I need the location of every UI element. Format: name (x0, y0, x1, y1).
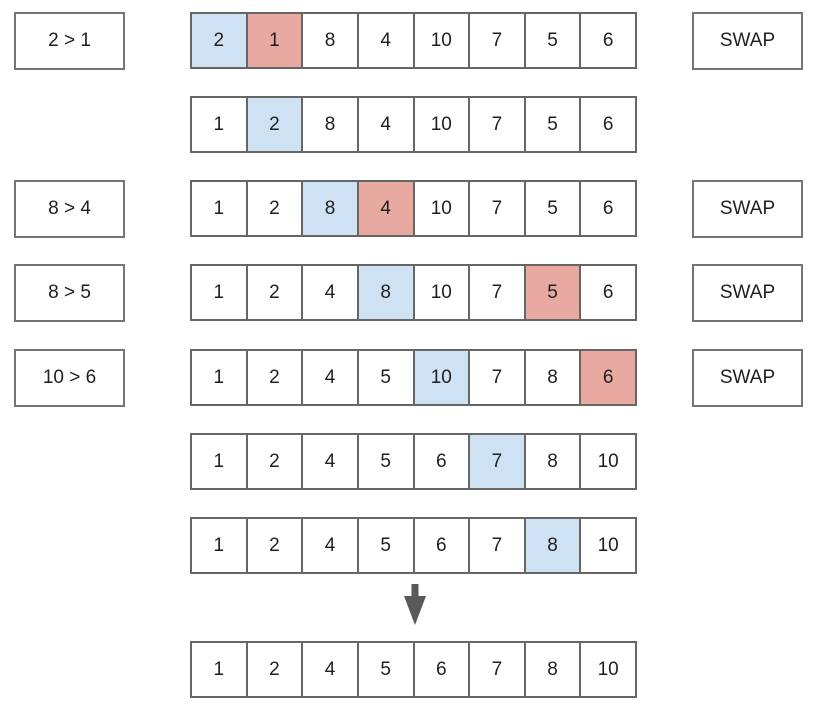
array-cell: 7 (468, 519, 524, 572)
swap-box: SWAP (692, 180, 803, 238)
array-cell: 7 (468, 643, 524, 696)
array-cell: 7 (468, 351, 524, 404)
comparison-box: 8 > 5 (14, 264, 125, 322)
array-cell: 2 (245, 266, 302, 319)
array-cell: 2 (245, 98, 302, 151)
array-cell: 8 (523, 351, 580, 404)
comparison-label: 8 > 5 (48, 282, 91, 303)
array-cell: 5 (523, 98, 580, 151)
comparison-box: 10 > 6 (14, 349, 125, 407)
array-cell: 8 (523, 435, 580, 488)
array-cell: 1 (213, 534, 225, 556)
array-cell: 5 (523, 182, 580, 235)
array-cell: 6 (579, 351, 635, 404)
array-cell: 4 (301, 643, 357, 696)
array-cell: 8 (523, 519, 580, 572)
array-cell: 4 (301, 519, 357, 572)
array-cell: 4 (301, 266, 357, 319)
array-cell: 6 (579, 14, 635, 67)
comparison-label: 10 > 6 (42, 367, 97, 388)
array-cell: 10 (579, 519, 635, 572)
array-cell: 2 (245, 435, 302, 488)
array-cell: 4 (301, 435, 357, 488)
swap-box: SWAP (692, 264, 803, 322)
array-cell: 1 (213, 366, 225, 388)
array-cell: 6 (579, 182, 635, 235)
array-cell: 5 (356, 643, 413, 696)
comparison-box: 8 > 4 (14, 180, 125, 238)
array-cell: 8 (523, 643, 580, 696)
array-cell: 6 (412, 519, 469, 572)
array-cell: 10 (412, 351, 469, 404)
array-cell: 8 (301, 182, 357, 235)
array-cell: 2 (192, 14, 246, 67)
array-cell: 2 (245, 519, 302, 572)
array-cell: 8 (301, 14, 357, 67)
array-cell: 10 (579, 435, 635, 488)
array-cell: 7 (468, 98, 524, 151)
array-cell: 5 (356, 435, 413, 488)
array-cell: 1 (245, 14, 302, 67)
array-cell: 5 (523, 14, 580, 67)
array-cell: 7 (468, 182, 524, 235)
swap-label: SWAP (719, 282, 776, 303)
array-cell: 5 (356, 351, 413, 404)
array-cell: 5 (523, 266, 580, 319)
array-cell: 10 (412, 182, 469, 235)
array-cell: 2 (245, 182, 302, 235)
array-cell: 1 (213, 113, 225, 135)
array-cell: 10 (412, 98, 469, 151)
swap-label: SWAP (719, 30, 776, 51)
swap-label: SWAP (719, 367, 776, 388)
array-cell: 1 (213, 281, 225, 303)
array-cell: 8 (301, 98, 357, 151)
array-cell: 5 (356, 519, 413, 572)
array-cell: 1 (213, 658, 225, 680)
array-cell: 2 (245, 351, 302, 404)
array-cell: 7 (468, 14, 524, 67)
array-cell: 4 (356, 98, 413, 151)
swap-label: SWAP (719, 198, 776, 219)
array-cell: 8 (356, 266, 413, 319)
array-cell: 10 (412, 266, 469, 319)
array-cell: 6 (412, 435, 469, 488)
array-cell: 4 (356, 182, 413, 235)
array-cell: 7 (468, 435, 524, 488)
array-cell: 6 (579, 266, 635, 319)
array-cell: 6 (412, 643, 469, 696)
comparison-box: 2 > 1 (14, 12, 125, 70)
array-cell: 4 (301, 351, 357, 404)
array-cell: 4 (356, 14, 413, 67)
array-cell: 1 (213, 450, 225, 472)
comparison-label: 2 > 1 (48, 30, 91, 51)
array-cell: 1 (213, 197, 225, 219)
array-cell: 6 (579, 98, 635, 151)
comparison-label: 8 > 4 (48, 198, 91, 219)
swap-box: SWAP (692, 349, 803, 407)
array-cell: 7 (468, 266, 524, 319)
array-cell: 10 (412, 14, 469, 67)
swap-box: SWAP (692, 12, 803, 70)
array-cell: 10 (579, 643, 635, 696)
down-arrow-icon (404, 584, 426, 625)
array-cell: 2 (245, 643, 302, 696)
